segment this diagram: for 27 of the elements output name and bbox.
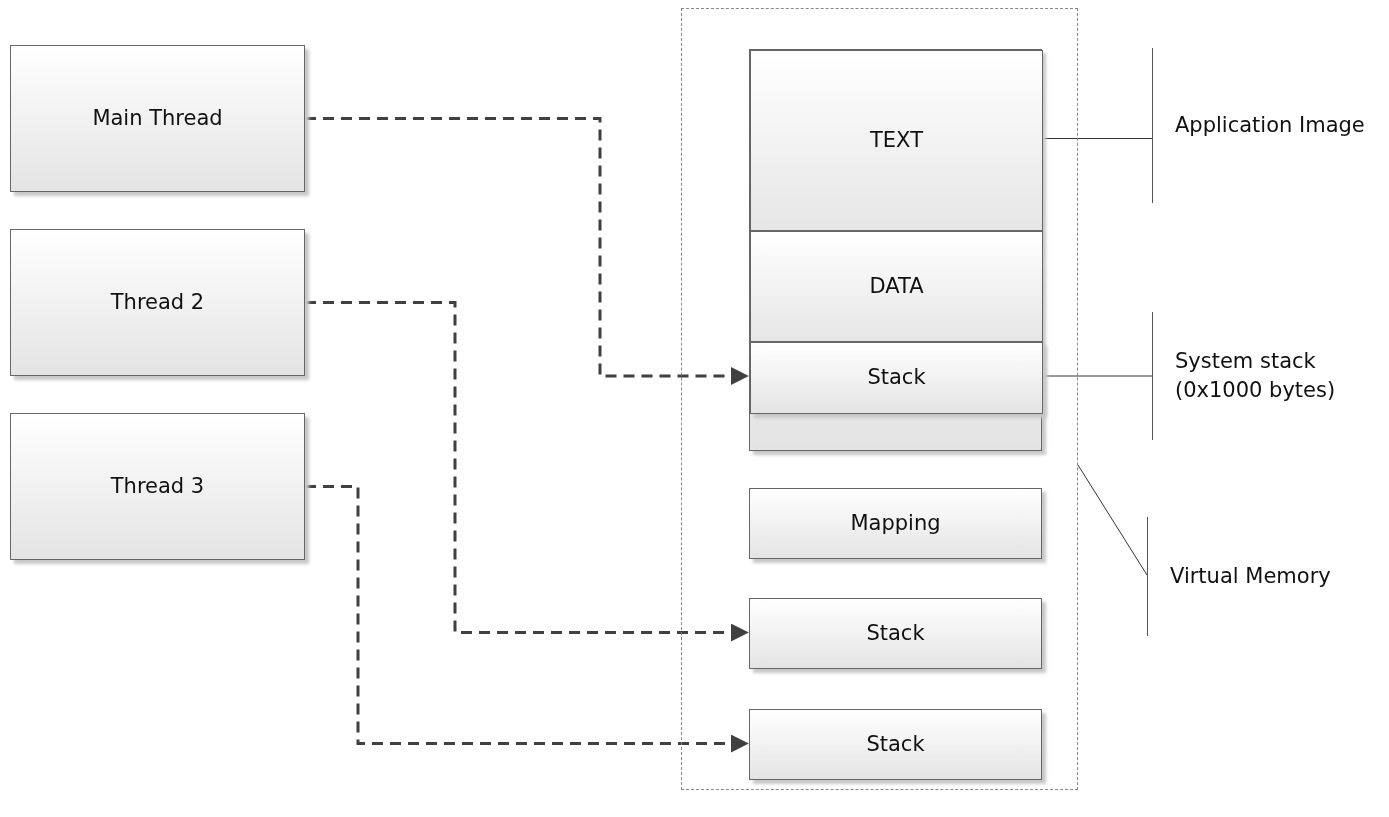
- node-label: Stack: [866, 730, 925, 758]
- leader-line: [1077, 464, 1148, 576]
- node-label: DATA: [869, 272, 924, 300]
- memory-block: [750, 342, 1043, 414]
- thread-box: [10, 45, 305, 192]
- node-label: Application Image: [1175, 111, 1365, 139]
- memory-region: [681, 8, 1078, 790]
- dashed-arrow: [305, 301, 749, 642]
- thread-box: [10, 229, 305, 376]
- node-label: Thread 3: [110, 472, 205, 500]
- node-label: Thread 2: [110, 288, 205, 316]
- image-box: [749, 49, 1042, 451]
- memory-block: [749, 709, 1042, 780]
- thread-box: [10, 413, 305, 560]
- node-label: Main Thread: [92, 104, 223, 132]
- memory-block: [749, 598, 1042, 669]
- node-label: Virtual Memory: [1170, 562, 1331, 590]
- memory-block: [749, 488, 1042, 559]
- memory-segment: [750, 50, 1043, 231]
- node-label: Mapping: [850, 509, 941, 537]
- node-label: Stack: [867, 364, 926, 392]
- node-label: TEXT: [870, 126, 923, 154]
- node-label: System stack (0x1000 bytes): [1175, 347, 1337, 404]
- dashed-arrow: [305, 117, 749, 385]
- node-label: Stack: [866, 619, 925, 647]
- dashed-arrow: [305, 485, 749, 753]
- memory-segment: [750, 231, 1043, 342]
